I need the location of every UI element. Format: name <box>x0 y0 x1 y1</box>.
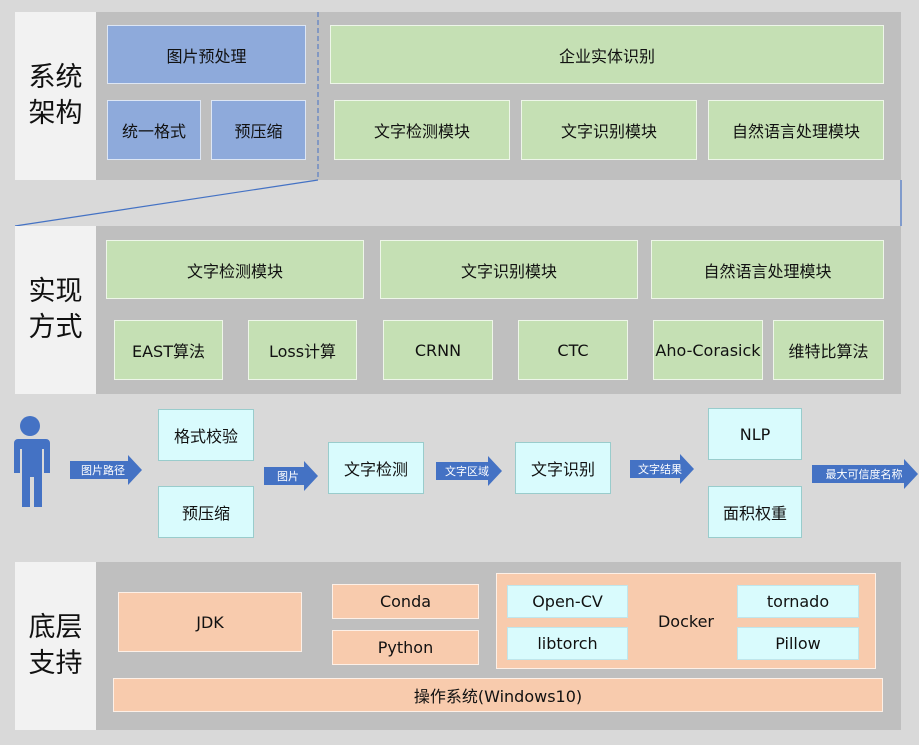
arrow-image-path: 图片路径 <box>70 455 142 485</box>
format-check-box: 格式校验 <box>158 409 254 461</box>
implementation-label: 实现 方式 <box>15 226 96 394</box>
arrow-text-region-label: 文字区域 <box>445 465 489 478</box>
arrow-max-confidence-label: 最大可信度名称 <box>825 468 903 481</box>
arrow-max-confidence: 最大可信度名称 <box>812 459 918 489</box>
recognize-box: 文字识别 <box>515 442 611 494</box>
module-nlp: 自然语言处理模块 <box>651 240 884 299</box>
pillow-box: Pillow <box>737 627 859 660</box>
jdk-box: JDK <box>118 592 302 652</box>
arrow-text-result-label: 文字结果 <box>638 463 682 476</box>
libtorch-box: libtorch <box>507 627 628 660</box>
arrow-image: 图片 <box>264 461 318 491</box>
arrow-image-label: 图片 <box>277 470 299 483</box>
arrow-image-path-label: 图片路径 <box>81 464 125 477</box>
entity-item-recognize: 文字识别模块 <box>521 100 697 160</box>
area-weight-box: 面积权重 <box>708 486 802 538</box>
detect-box: 文字检测 <box>328 442 424 494</box>
method-east: EAST算法 <box>114 320 223 380</box>
entity-title: 企业实体识别 <box>330 25 884 84</box>
foundation-label: 底层 支持 <box>15 562 96 730</box>
python-box: Python <box>332 630 479 665</box>
conda-box: Conda <box>332 584 479 619</box>
architecture-label: 系统 架构 <box>15 12 96 180</box>
arrow-text-result: 文字结果 <box>630 454 694 484</box>
precompress-box: 预压缩 <box>158 486 254 538</box>
module-detect: 文字检测模块 <box>106 240 364 299</box>
arrow-text-region: 文字区域 <box>436 456 502 486</box>
module-recognize: 文字识别模块 <box>380 240 638 299</box>
method-ctc: CTC <box>518 320 628 380</box>
method-loss: Loss计算 <box>248 320 357 380</box>
os-box: 操作系统(Windows10) <box>113 678 883 712</box>
preprocess-item-format: 统一格式 <box>107 100 201 160</box>
docker-label: Docker <box>657 611 715 631</box>
entity-item-detect: 文字检测模块 <box>334 100 510 160</box>
method-aho: Aho-Corasick <box>653 320 763 380</box>
tornado-box: tornado <box>737 585 859 618</box>
method-viterbi: 维特比算法 <box>773 320 884 380</box>
opencv-box: Open-CV <box>507 585 628 618</box>
person-icon <box>14 416 50 507</box>
entity-item-nlp: 自然语言处理模块 <box>708 100 884 160</box>
preprocess-item-compress: 预压缩 <box>211 100 306 160</box>
nlp-box: NLP <box>708 408 802 460</box>
preprocess-title: 图片预处理 <box>107 25 306 84</box>
method-crnn: CRNN <box>383 320 493 380</box>
